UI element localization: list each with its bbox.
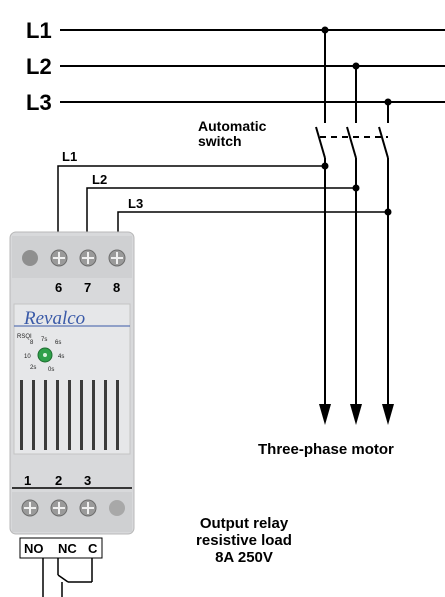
arrow-head-3 [382, 404, 394, 425]
dial-mark-0: 8 [30, 340, 34, 346]
switch-blade-3 [378, 126, 389, 159]
bottom-terminal-label-2: 2 [55, 473, 62, 488]
bottom-terminal-label-3: 3 [84, 473, 91, 488]
bottom-terminal-blank [109, 500, 125, 516]
output-label-line1: Output relay [200, 515, 289, 532]
dial-mark-4: 4s [58, 354, 64, 360]
switch-blade-2 [346, 126, 357, 159]
top-terminal-label-6: 6 [55, 280, 62, 295]
sense-wire-l2 [86, 187, 356, 250]
top-terminal-label-7: 7 [84, 280, 91, 295]
contact-label-nc: NC [58, 541, 77, 556]
terminal-screw-8 [108, 249, 126, 267]
sense-wire-l3 [117, 211, 388, 250]
bus-lines [60, 29, 445, 103]
dial-mark-5: 2s [30, 365, 36, 371]
model-label: RSQI [17, 334, 32, 340]
contact-label-c: C [88, 541, 98, 556]
arrow-head-1 [319, 404, 331, 425]
bus-label-l2: L2 [26, 54, 52, 79]
sense-dot-l1 [321, 162, 329, 170]
bus-label-l1: L1 [26, 18, 52, 43]
automatic-switch [315, 126, 389, 159]
terminal-screw-6 [50, 249, 68, 267]
dial-mark-6: 0s [48, 367, 54, 373]
terminal-screw-2 [50, 499, 68, 517]
automatic-switch-label-line1: Automatic [198, 118, 267, 134]
output-contact [42, 558, 93, 597]
wire-label-l1: L1 [62, 149, 77, 164]
arrow-head-2 [350, 404, 362, 425]
dial-mark-3: 10 [24, 354, 31, 360]
relay-device: 6 7 8 Revalco RSQI 8 7s 6s 10 4s 2s 0s [9, 231, 135, 535]
automatic-switch-label-line2: switch [198, 133, 242, 149]
switch-blade-1 [315, 126, 326, 159]
ventilation-ribs [20, 380, 119, 450]
brand-logo: Revalco [23, 308, 85, 329]
sense-dot-l3 [384, 208, 392, 216]
output-label-line3: 8A 250V [215, 549, 273, 566]
wire-label-l2: L2 [92, 172, 107, 187]
contact-label-strip [19, 537, 103, 559]
sense-wire-l1 [57, 165, 325, 250]
dial-mark-2: 6s [55, 340, 61, 346]
terminal-screw-1 [21, 499, 39, 517]
bus-label-l3: L3 [26, 90, 52, 115]
adjustment-dial: 8 7s 6s 10 4s 2s 0s [24, 337, 64, 373]
terminal-screw-7 [79, 249, 97, 267]
wire-label-l3: L3 [128, 196, 143, 211]
top-terminal-label-8: 8 [113, 280, 120, 295]
bottom-terminal-label-1: 1 [24, 473, 31, 488]
dial-mark-1: 7s [41, 337, 47, 343]
terminal-screw-3 [79, 499, 97, 517]
sense-dot-l2 [352, 184, 360, 192]
motor-label: Three-phase motor [258, 441, 394, 458]
output-label-line2: resistive load [196, 532, 292, 549]
top-terminal-blank [22, 250, 38, 266]
contact-label-no: NO [24, 541, 44, 556]
